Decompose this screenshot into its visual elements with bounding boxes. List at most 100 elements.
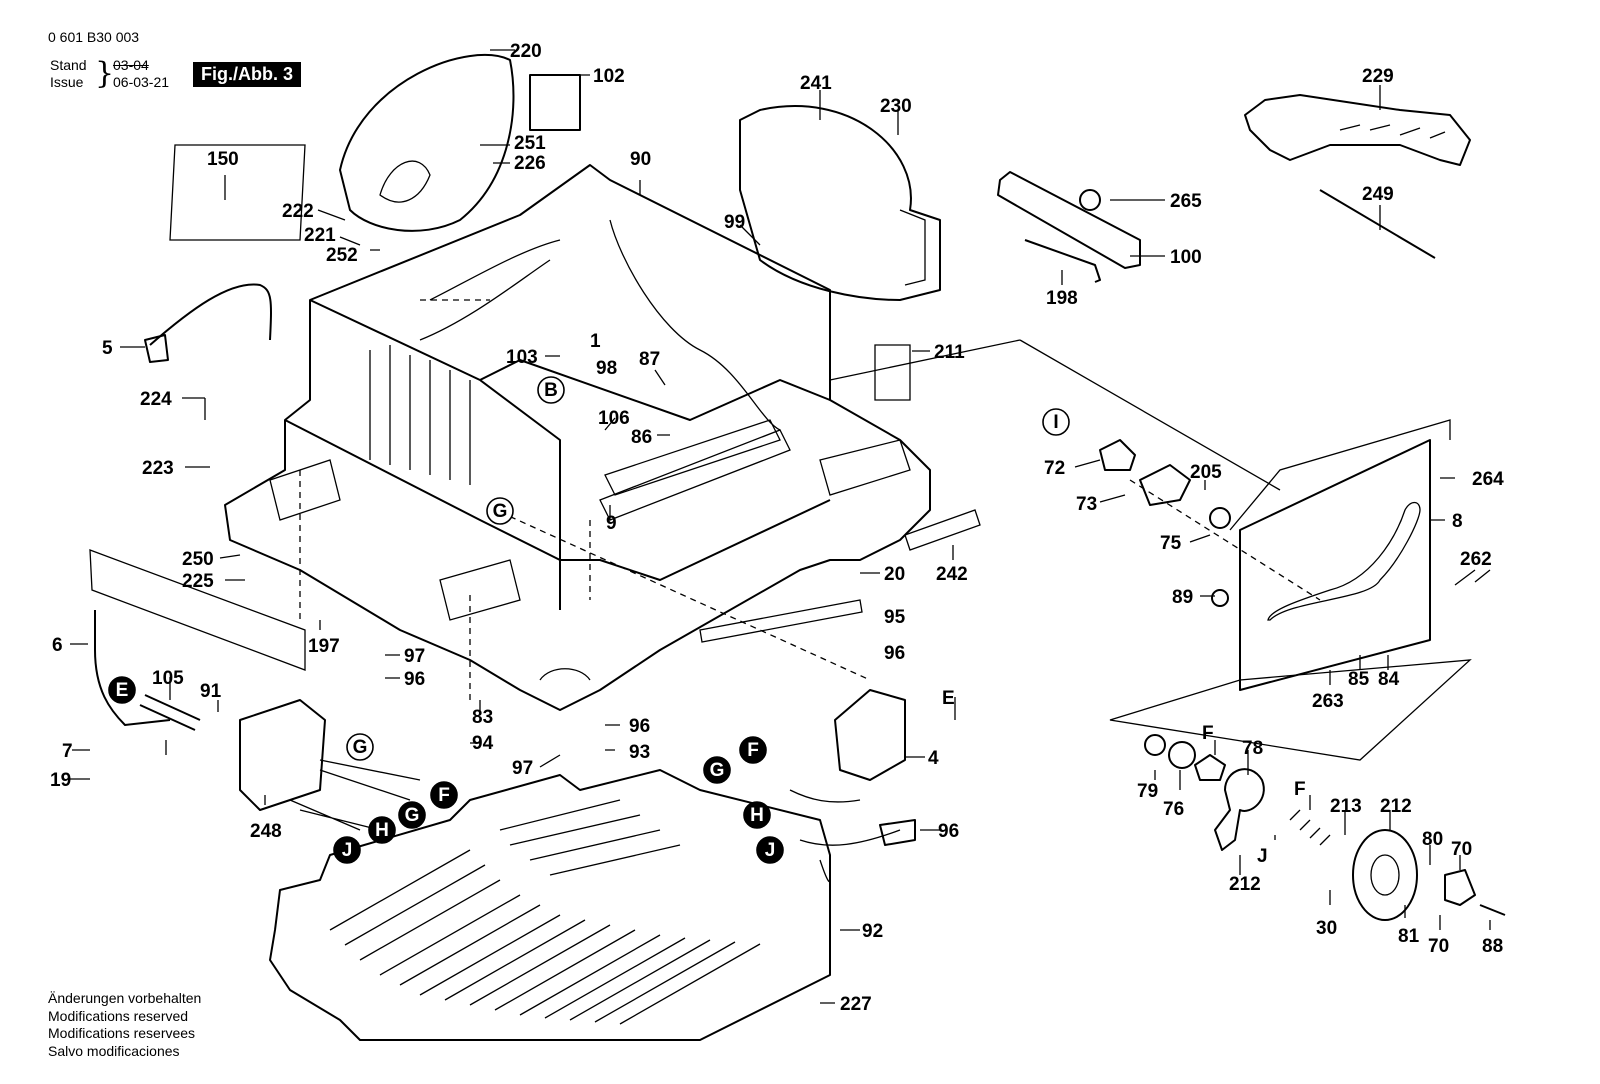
stand-label: Stand	[50, 57, 87, 73]
marker-G: G	[486, 497, 514, 525]
callout-97: 97	[512, 758, 533, 779]
callout-227: 227	[840, 994, 872, 1015]
figure-label: Fig./Abb. 3	[193, 62, 301, 87]
document-number: 0 601 B30 003	[48, 29, 140, 45]
callout-79: 79	[1137, 781, 1158, 802]
issue-label: Issue	[50, 74, 84, 90]
leader-lines	[70, 49, 1491, 1004]
svg-text:G: G	[710, 760, 725, 781]
svg-text:J: J	[765, 840, 776, 861]
marker-J: J	[756, 836, 784, 864]
svg-text:B: B	[544, 380, 558, 401]
callout-86: 86	[631, 427, 652, 448]
callout-6: 6	[52, 635, 63, 656]
callout-224: 224	[140, 389, 172, 410]
callout-85: 85	[1348, 669, 1370, 690]
callout-20: 20	[884, 564, 905, 585]
callout-198: 198	[1046, 288, 1078, 309]
marker-E: E	[108, 676, 136, 704]
marker-G: G	[398, 801, 426, 829]
switch-4	[834, 689, 906, 781]
callout-251: 251	[514, 133, 546, 154]
capacitor-92	[239, 699, 326, 811]
callout-80: 80	[1422, 829, 1443, 850]
marker-G: G	[703, 756, 731, 784]
stand-date: 03-04	[113, 57, 149, 73]
callout-83: 83	[472, 707, 493, 728]
svg-text:F: F	[747, 740, 759, 761]
svg-text:G: G	[493, 501, 508, 522]
footer-line: Modifications reserved	[48, 1007, 189, 1024]
marker-B: B	[537, 376, 565, 404]
callout-1: 1	[590, 331, 601, 352]
callout-102: 102	[593, 66, 625, 87]
callout-96: 96	[629, 716, 650, 737]
callout-78: 78	[1242, 738, 1263, 759]
footer-line: Änderungen vorbehalten	[48, 990, 202, 1006]
callout-205: 205	[1190, 462, 1222, 483]
callout-263: 263	[1312, 691, 1344, 712]
callout-223: 223	[142, 458, 174, 479]
svg-text:F: F	[438, 785, 450, 806]
callout-9: 9	[606, 513, 617, 534]
callout-241: 241	[800, 73, 832, 94]
label-211	[874, 344, 911, 401]
marker-G: G	[346, 733, 374, 761]
marker-J: J	[333, 836, 361, 864]
callout-88: 88	[1482, 936, 1503, 957]
callout-96: 96	[884, 643, 905, 664]
callout-105: 105	[152, 668, 184, 689]
plate-8	[1239, 439, 1431, 691]
callout-221: 221	[304, 225, 336, 246]
svg-text:H: H	[375, 820, 389, 841]
svg-text:G: G	[353, 737, 368, 758]
callout-226: 226	[514, 153, 546, 174]
callout-70: 70	[1451, 839, 1472, 860]
callout-81: 81	[1398, 926, 1420, 947]
callout-264: 264	[1472, 469, 1504, 490]
marker-F: F	[739, 736, 767, 764]
callout-248: 248	[250, 821, 282, 842]
handwheel-80	[1352, 829, 1418, 921]
callout-103: 103	[506, 347, 538, 368]
callout-94: 94	[472, 733, 494, 754]
marker-H: H	[743, 801, 771, 829]
callout-106: 106	[598, 408, 630, 429]
callout-92: 92	[862, 921, 883, 942]
bracket-102	[529, 74, 581, 131]
callout-96: 96	[404, 669, 425, 690]
callout-262: 262	[1460, 549, 1492, 570]
callout-220: 220	[510, 41, 542, 62]
callout-242: 242	[936, 564, 968, 585]
callout-93: 93	[629, 742, 650, 763]
svg-text:E: E	[116, 680, 129, 701]
callout-211: 211	[934, 342, 965, 363]
footer-line: Salvo modificaciones	[48, 1042, 180, 1059]
callout-J: J	[1257, 846, 1268, 867]
knob-72	[1099, 439, 1136, 471]
svg-text:G: G	[405, 805, 420, 826]
callout-75: 75	[1160, 533, 1182, 554]
assembly-lines	[89, 299, 1472, 761]
marker-H: H	[368, 816, 396, 844]
callout-99: 99	[724, 212, 745, 233]
cord-and-base-drawing	[94, 283, 831, 1041]
callout-4: 4	[928, 748, 939, 769]
callout-73: 73	[1076, 494, 1097, 515]
callout-265: 265	[1170, 191, 1202, 212]
callout-249: 249	[1362, 184, 1394, 205]
callout-229: 229	[1362, 66, 1394, 87]
callout-7: 7	[62, 741, 73, 762]
part-73	[1139, 464, 1191, 506]
footer-line: Modifications reservees	[48, 1025, 196, 1041]
callout-100: 100	[1170, 247, 1202, 268]
callout-70: 70	[1428, 936, 1449, 957]
callout-212: 212	[1380, 796, 1412, 817]
plate-100	[997, 171, 1141, 269]
blade-guard-drawing	[169, 54, 1471, 643]
callout-5: 5	[102, 338, 113, 359]
callout-222: 222	[282, 201, 314, 222]
callout-76: 76	[1163, 799, 1184, 820]
